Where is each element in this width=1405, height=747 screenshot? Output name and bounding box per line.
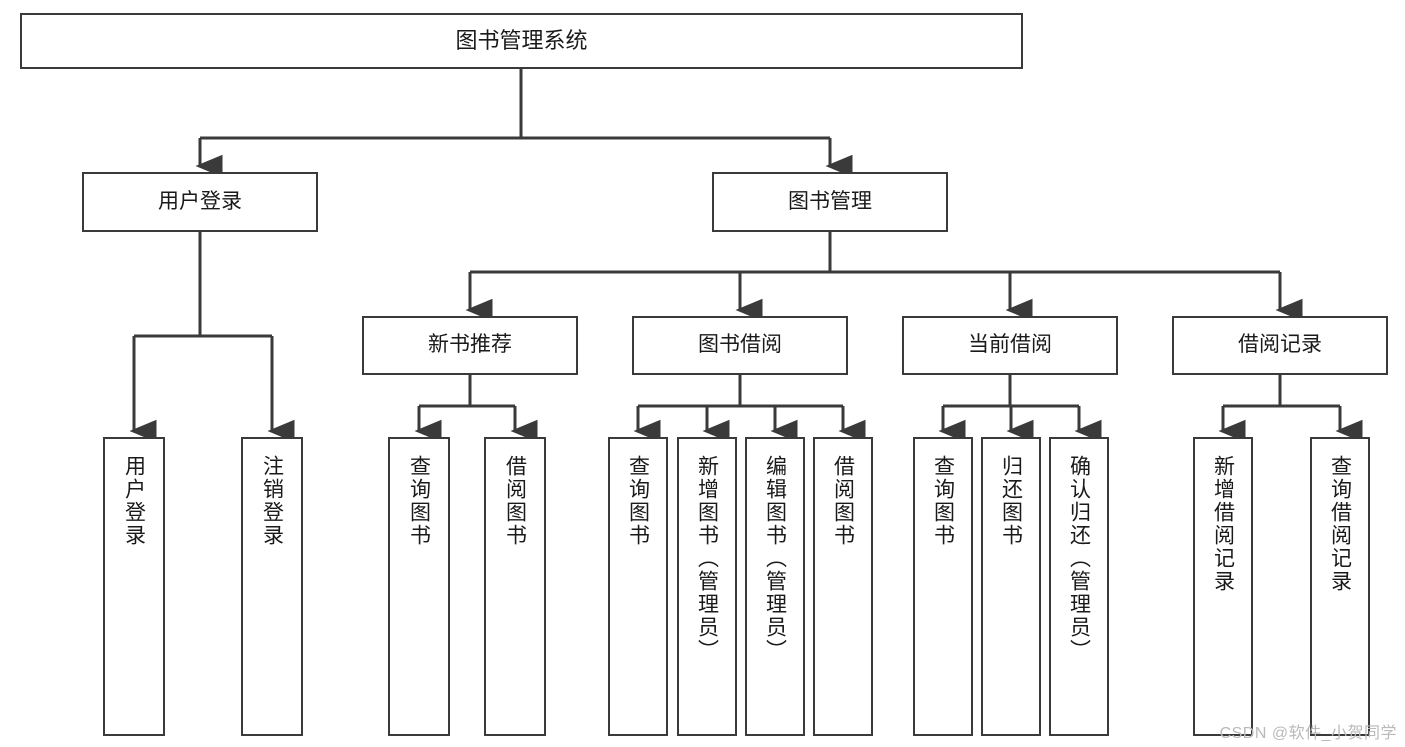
node-book-management-label: 图书管理 <box>788 189 872 213</box>
node-leaf-bb-borrow-book-label: 借阅图书 <box>831 455 855 547</box>
node-leaf-bb-add-book[interactable]: 新增图书（管理员） <box>677 437 737 736</box>
node-leaf-cb-return-book[interactable]: 归还图书 <box>981 437 1041 736</box>
node-leaf-bb-edit-book-label: 编辑图书（管理员） <box>763 455 787 662</box>
node-leaf-br-query-record[interactable]: 查询借阅记录 <box>1310 437 1370 736</box>
node-leaf-rec-borrow-book[interactable]: 借阅图书 <box>484 437 546 736</box>
node-leaf-br-add-record-label: 新增借阅记录 <box>1211 455 1235 593</box>
node-book-management[interactable]: 图书管理 <box>712 172 948 232</box>
watermark: CSDN @软件_小贺同学 <box>1219 725 1397 742</box>
node-leaf-rec-query-book[interactable]: 查询图书 <box>388 437 450 736</box>
node-leaf-br-add-record[interactable]: 新增借阅记录 <box>1193 437 1253 736</box>
node-leaf-cb-return-book-label: 归还图书 <box>999 455 1023 547</box>
node-leaf-bb-edit-book[interactable]: 编辑图书（管理员） <box>745 437 805 736</box>
node-leaf-user-login-label: 用户登录 <box>122 455 146 547</box>
node-leaf-bb-query-book[interactable]: 查询图书 <box>608 437 668 736</box>
node-borrow-record-label: 借阅记录 <box>1238 333 1322 357</box>
node-book-borrow-label: 图书借阅 <box>698 333 782 357</box>
node-leaf-user-login[interactable]: 用户登录 <box>103 437 165 736</box>
node-user-login-label: 用户登录 <box>158 189 242 213</box>
node-leaf-cb-query-book-label: 查询图书 <box>931 455 955 547</box>
node-current-borrow-label: 当前借阅 <box>968 333 1052 357</box>
node-user-login[interactable]: 用户登录 <box>82 172 318 232</box>
node-book-borrow[interactable]: 图书借阅 <box>632 316 848 375</box>
node-leaf-bb-borrow-book[interactable]: 借阅图书 <box>813 437 873 736</box>
node-leaf-br-query-record-label: 查询借阅记录 <box>1328 455 1352 593</box>
node-leaf-cb-confirm-return-label: 确认归还（管理员） <box>1067 455 1091 662</box>
node-leaf-cb-confirm-return[interactable]: 确认归还（管理员） <box>1049 437 1109 736</box>
node-root-label: 图书管理系统 <box>455 28 588 54</box>
node-leaf-rec-borrow-book-label: 借阅图书 <box>503 455 527 547</box>
node-leaf-user-logout-label: 注销登录 <box>260 455 284 547</box>
node-new-book-recommend-label: 新书推荐 <box>428 333 512 357</box>
node-leaf-bb-query-book-label: 查询图书 <box>626 455 650 547</box>
node-leaf-user-logout[interactable]: 注销登录 <box>241 437 303 736</box>
node-leaf-bb-add-book-label: 新增图书（管理员） <box>695 455 719 662</box>
node-new-book-recommend[interactable]: 新书推荐 <box>362 316 578 375</box>
node-leaf-cb-query-book[interactable]: 查询图书 <box>913 437 973 736</box>
node-root[interactable]: 图书管理系统 <box>20 13 1023 69</box>
node-current-borrow[interactable]: 当前借阅 <box>902 316 1118 375</box>
node-leaf-rec-query-book-label: 查询图书 <box>407 455 431 547</box>
node-borrow-record[interactable]: 借阅记录 <box>1172 316 1388 375</box>
